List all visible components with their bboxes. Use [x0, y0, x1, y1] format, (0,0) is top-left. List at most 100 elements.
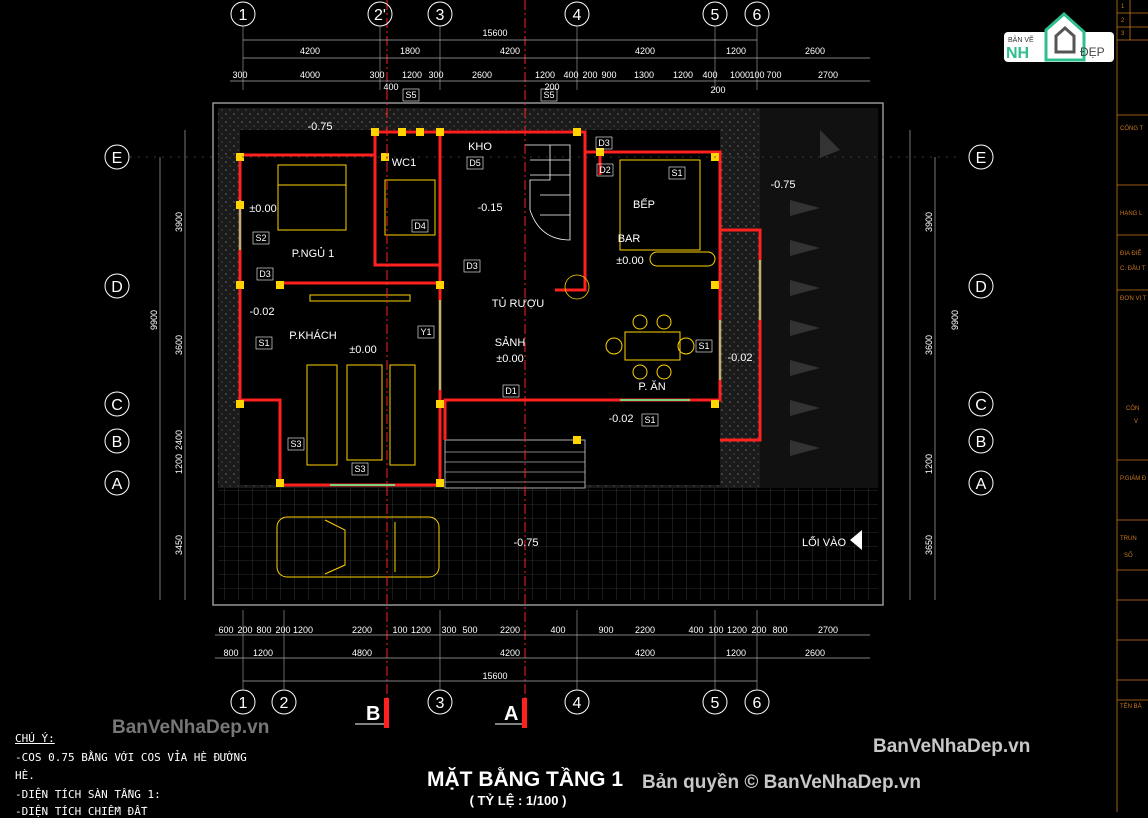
tag-box	[287, 437, 305, 451]
dimension-text: 800	[772, 625, 787, 635]
dimension-text: 800	[223, 648, 238, 658]
note-line-3: -DIỆN TÍCH SÀN TẦNG 1:	[15, 788, 161, 801]
dimension-text: 1200	[174, 454, 184, 474]
dimension-text: 200	[582, 70, 597, 80]
dimension-text: 400	[550, 625, 565, 635]
tag-box	[502, 384, 520, 398]
grid-axis-bottom: 6	[753, 695, 762, 712]
dimension-text: 9900	[950, 310, 960, 330]
section-b-label: B	[366, 703, 380, 725]
grid-row-left-circle	[104, 273, 130, 299]
dimension-text: 1200	[726, 648, 746, 658]
element-tag: S1	[698, 341, 709, 351]
grid-row-right: C	[975, 397, 987, 414]
dimension-text: 1200	[253, 648, 273, 658]
tag-box	[255, 336, 273, 350]
note-line-2: HÈ.	[15, 769, 35, 782]
title-block-label: CÔNG T	[1120, 125, 1144, 132]
dimension-text: 3900	[174, 212, 184, 232]
furniture	[277, 159, 716, 466]
entrance-arrow-icon	[850, 530, 862, 550]
level-mark: -0.75	[307, 121, 332, 133]
title-block-row-number: 1	[1121, 4, 1125, 10]
porch	[444, 439, 586, 489]
dimension-text: 300	[428, 70, 443, 80]
dimension-text: 3650	[924, 535, 934, 555]
level-mark: -0.75	[770, 179, 795, 191]
element-tag: S1	[258, 338, 269, 348]
room-label: P.NGỦ 1	[292, 247, 335, 260]
tag-box	[540, 88, 558, 102]
column	[236, 281, 244, 289]
grid-axis-bottom: 2	[280, 695, 289, 712]
grid-row-left-circle	[104, 428, 130, 454]
dimension-text: 1200	[411, 625, 431, 635]
dimension-text: 900	[601, 70, 616, 80]
title-block-row-number: 2	[1121, 18, 1125, 24]
grid-row-right-circle	[968, 144, 994, 170]
grid-axis-top: 5	[711, 7, 720, 24]
dimension-text: 100	[708, 625, 723, 635]
dimension-text: 4200	[300, 46, 320, 56]
room-label: SẢNH	[495, 336, 526, 349]
title-block-row-number: 3	[1121, 31, 1125, 37]
element-tag: S1	[644, 415, 655, 425]
tag-box	[695, 339, 713, 353]
grid-axis-bottom: 4	[573, 695, 582, 712]
grid-row-left-circle	[104, 144, 130, 170]
grid-row-left: A	[112, 476, 123, 493]
tag-box	[668, 166, 686, 180]
column	[416, 128, 424, 136]
dimension-text: 4200	[500, 46, 520, 56]
column	[436, 281, 444, 289]
level-mark: ±0.00	[616, 255, 643, 267]
dimension-text: 400	[702, 70, 717, 80]
drawing-scale: ( TỶ LỆ : 1/100 )	[470, 793, 567, 808]
section-lines	[386, 0, 526, 720]
grid-axis-top: 4	[573, 7, 582, 24]
column	[381, 153, 389, 161]
watermark-site: BanVeNhaDep.vn	[873, 736, 1031, 757]
level-mark: -0.02	[608, 413, 633, 425]
level-mark: -0.02	[249, 306, 274, 318]
grid-axis-top: 2'	[374, 7, 386, 24]
title-block-label: SỐ	[1124, 552, 1133, 559]
column	[236, 201, 244, 209]
grid-row-right: B	[976, 434, 987, 451]
dimension-text: 4200	[635, 648, 655, 658]
watermark-copyright: Bản quyền © BanVeNhaDep.vn	[642, 772, 922, 793]
room-label: BẾP	[633, 198, 655, 211]
column	[276, 281, 284, 289]
grid-row-left: C	[111, 397, 123, 414]
dimension-text: 2200	[500, 625, 520, 635]
level-mark: -0.02	[727, 352, 752, 364]
column	[711, 400, 719, 408]
dimension-text: 1200	[727, 625, 747, 635]
room-label: TỦ RƯỢU	[492, 297, 544, 310]
dimension-text: 200	[237, 625, 252, 635]
dimension-text: 1200	[726, 46, 746, 56]
element-tag: D3	[259, 269, 271, 279]
dimension-text: 500	[462, 625, 477, 635]
element-tag: D2	[599, 165, 611, 175]
grid-row-right-circle	[968, 391, 994, 417]
grid-row-left-circle	[104, 470, 130, 496]
dimension-text: 15600	[482, 671, 507, 681]
element-tag: D4	[414, 221, 426, 231]
dimension-text: 1200	[924, 454, 934, 474]
column	[436, 128, 444, 136]
tag-box	[256, 267, 274, 281]
grid-row-right-circle	[968, 273, 994, 299]
dimension-text: 1200	[402, 70, 422, 80]
drawing-title: MẶT BẰNG TẦNG 1	[427, 767, 623, 791]
grid-row-right: E	[976, 150, 987, 167]
dimension-text: 4200	[635, 46, 655, 56]
room-label: WC1	[392, 157, 416, 169]
dimension-text: 2400	[174, 430, 184, 450]
tag-box	[595, 136, 613, 150]
column	[276, 479, 284, 487]
dimension-text: 4200	[500, 648, 520, 658]
title-block-label: V	[1134, 419, 1138, 425]
dimension-text: 300	[232, 70, 247, 80]
element-tag: Y1	[420, 327, 431, 337]
